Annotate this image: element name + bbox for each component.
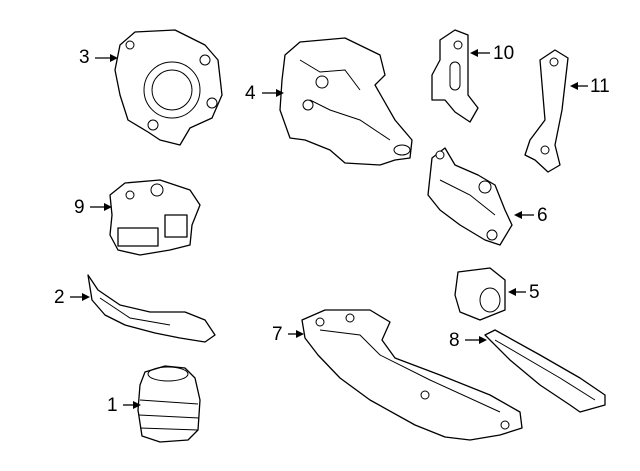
callout-3: 3 xyxy=(79,47,90,68)
part-2-bracket xyxy=(87,274,216,343)
callout-8: 8 xyxy=(449,330,460,351)
part-3-mount-bracket xyxy=(114,29,223,146)
callout-6: 6 xyxy=(537,205,548,226)
callout-11: 11 xyxy=(590,76,610,97)
part-11-plate xyxy=(524,49,569,173)
callout-9: 9 xyxy=(74,197,85,218)
part-10-plate xyxy=(431,29,479,123)
callout-7: 7 xyxy=(272,324,283,345)
part-9-mount xyxy=(109,179,201,256)
part-1-engine-mount xyxy=(137,365,201,443)
callout-5: 5 xyxy=(529,282,540,303)
callout-2: 2 xyxy=(54,287,65,308)
leader-arrows xyxy=(70,49,588,409)
part-6-bracket xyxy=(427,147,513,246)
part-7-crossmember xyxy=(301,309,523,441)
part-8-rail xyxy=(484,329,606,413)
callout-1: 1 xyxy=(107,395,118,416)
part-4-support-bracket xyxy=(279,37,413,166)
part-5-insulator xyxy=(454,267,506,321)
callout-4: 4 xyxy=(245,83,256,104)
callout-10: 10 xyxy=(493,43,515,64)
